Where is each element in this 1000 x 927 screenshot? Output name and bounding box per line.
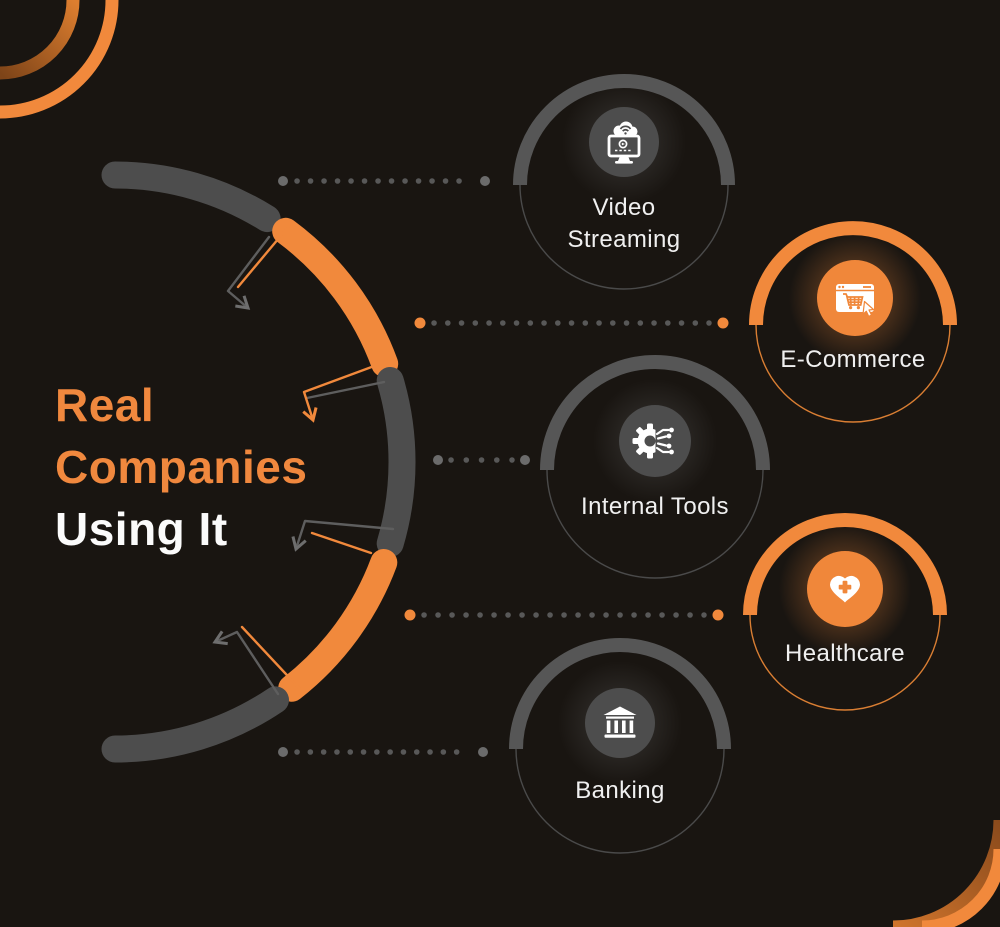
hub-segment-1-gray [101, 161, 281, 233]
corner-arc-dark [0, 0, 80, 80]
connector-end-dot [520, 455, 530, 465]
connector-end-dot [414, 317, 426, 329]
connector-end-dot [717, 317, 729, 329]
connector-banking [278, 747, 488, 757]
hub-segment-4-orange [278, 549, 398, 702]
node-label: E-Commerce [780, 346, 925, 373]
node-label: Internal Tools [581, 493, 729, 520]
connector-end-dot [433, 455, 443, 465]
node-video-streaming: Video Streaming [513, 74, 735, 290]
swirl-arrow-3 [291, 519, 395, 555]
node-e-commerce: E-Commerce [749, 221, 957, 423]
swirl-arrow-2 [302, 363, 386, 423]
connector-video-streaming [278, 176, 490, 186]
connector-end-dot [404, 609, 416, 621]
title-line-3: Using It [55, 503, 228, 555]
shopping-cart-glyph [843, 293, 864, 310]
node-ring-top-arc [743, 513, 947, 616]
icon-badge [585, 688, 655, 758]
node-ring-top-arc [749, 221, 957, 326]
connector-end-dot [278, 747, 288, 757]
connector-end-dot [712, 609, 724, 621]
video-streaming-monitor-cloud-icon [607, 121, 641, 164]
cursor-arrow [862, 300, 875, 317]
play-triangle [621, 142, 625, 146]
page-title: Real Companies Using It [55, 379, 307, 555]
circuit-traces [655, 427, 674, 455]
medical-cross [838, 580, 852, 594]
corner-arc-bright [921, 848, 1000, 927]
bank-pediment [603, 706, 637, 715]
corner-arc-bright [0, 0, 119, 119]
monitor-stand [618, 156, 630, 161]
connector-end-dot [480, 176, 490, 186]
icon-badge [589, 107, 659, 177]
connector-end-dot [278, 176, 288, 186]
swirl-arrow-1 [226, 224, 291, 310]
swirl-arrow-4 [212, 625, 301, 696]
hub-segment-5-gray [101, 686, 289, 763]
gear-cutout [655, 421, 678, 461]
node-label: Banking [575, 777, 665, 804]
node-label: Healthcare [785, 640, 905, 667]
hub-segment-3-gray [376, 367, 416, 557]
gear-circuit-icon [632, 421, 678, 461]
node-label: Streaming [568, 226, 681, 253]
title-line-1: Real [55, 379, 154, 431]
corner-arcs-bottom-right [892, 819, 1000, 927]
title-line-2: Companies [55, 441, 307, 493]
connector-end-dot [478, 747, 488, 757]
node-banking: Banking [509, 638, 731, 854]
node-label: Video [593, 194, 656, 221]
connector-e-commerce [414, 317, 729, 329]
corner-arc-dark [892, 819, 1000, 927]
bank-base [604, 734, 636, 738]
hub-segment-2-orange [272, 217, 399, 378]
bank-architrave [606, 716, 634, 719]
bank-building-icon [603, 706, 637, 738]
hub-swirl-arrows [212, 224, 395, 696]
node-internal-tools: Internal Tools [540, 355, 770, 579]
connector-healthcare [404, 609, 724, 621]
node-healthcare: Healthcare [743, 513, 947, 711]
hub-segmented-ring [101, 161, 416, 763]
browser-shopping-cart-icon [836, 284, 875, 317]
cloud-wifi-shape [613, 121, 638, 137]
corner-arcs-top-left [0, 0, 119, 119]
heart-medical-cross-icon [830, 575, 860, 603]
monitor-base [615, 161, 633, 164]
bank-columns [606, 720, 634, 733]
connector-internal-tools [433, 455, 530, 465]
node-ring-top-arc [540, 355, 770, 471]
node-ring-top-arc [509, 638, 731, 750]
play-circle [618, 139, 628, 149]
